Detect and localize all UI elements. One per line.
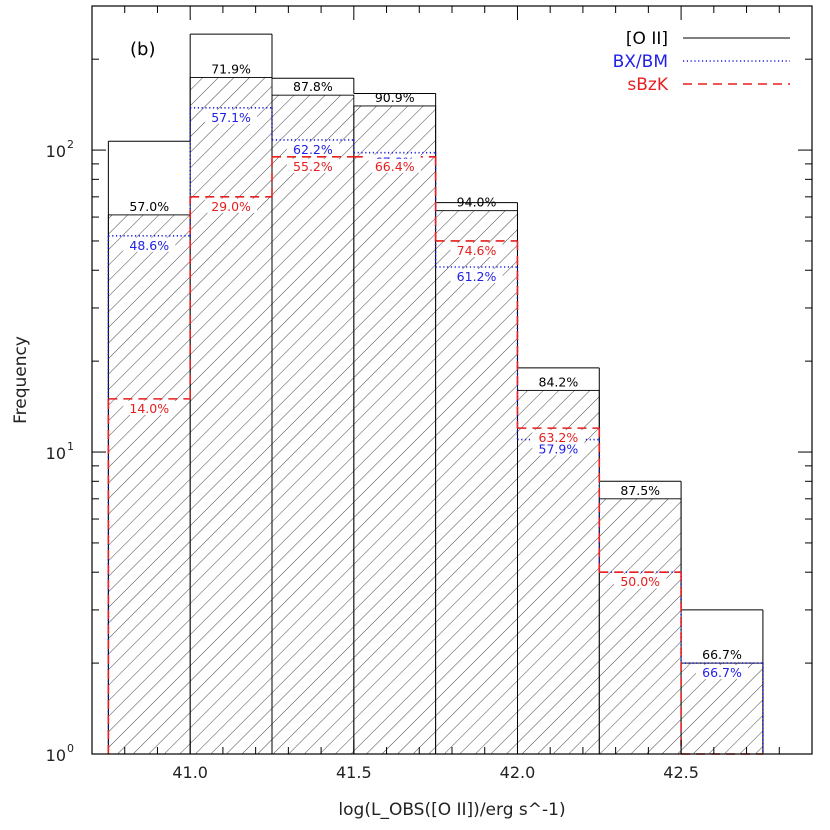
bxbm-percent-label-5: 61.2%: [457, 269, 497, 284]
bxbm-percent-label-3: 62.2%: [293, 142, 333, 157]
y-tick-label-base: 10: [46, 746, 66, 765]
sbzk-percent-label-1: 14.0%: [129, 401, 169, 416]
bxbm-label-bg-3: [286, 141, 339, 156]
y-tick-label-exp: 2: [67, 138, 74, 151]
sbzk-label-bg-3: [286, 158, 339, 173]
sbzk-label-bg-7: [614, 574, 667, 589]
hatched-percent-label-6: 84.2%: [539, 374, 579, 389]
sbzk-label-bg-5: [450, 242, 503, 257]
y-axis-label: Frequency: [11, 336, 31, 424]
sbzk-percent-label-2: 29.0%: [211, 199, 251, 214]
sbzk-percent-label-3: 55.2%: [293, 159, 333, 174]
hatched-percent-label-8: 66.7%: [702, 647, 742, 662]
sbzk-percent-label-5: 74.6%: [457, 243, 497, 258]
y-tick-label-exp: 0: [67, 742, 74, 755]
hatched-percent-label-5: 94.0%: [457, 195, 497, 210]
y-tick-label-base: 10: [46, 444, 66, 463]
hatched-percent-label-7: 87.5%: [620, 483, 660, 498]
legend: [O II] BX/BM sBzK: [613, 29, 790, 95]
bxbm-label-bg-1: [123, 237, 176, 252]
hatched-bar-2: [189, 76, 273, 755]
percent-labels-layer: 57.0% 71.9% 87.8% 90.9% 94.0% 84.2% 87.5% 66.7%…: [123, 61, 748, 680]
sbzk-percent-label-7: 50.0%: [620, 574, 660, 589]
hatched-bar-3: [271, 94, 355, 755]
legend-label-3: sBzK: [627, 75, 668, 95]
bxbm-percent-label-1: 48.6%: [129, 238, 169, 253]
sbzk-label-bg-2: [205, 198, 258, 213]
hatched-percent-label-4: 90.9%: [375, 90, 415, 105]
legend-label-1: [O II]: [626, 29, 668, 49]
panel-label: (b): [130, 39, 155, 60]
bxbm-label-bg-5: [450, 268, 503, 283]
sbzk-percent-label-4: 66.4%: [375, 159, 415, 174]
y-tick-label-base: 10: [46, 142, 66, 161]
x-tick-label: 41.5: [336, 763, 372, 782]
hatched-percent-label-3: 87.8%: [293, 79, 333, 94]
x-tick-label: 41.0: [172, 763, 208, 782]
sbzk-label-bg-1: [123, 400, 176, 415]
hatched-bar-4: [353, 105, 437, 755]
x-tick-label: 42.0: [500, 763, 536, 782]
sbzk-label-bg-4: [368, 158, 421, 173]
x-tick-label: 42.5: [663, 763, 699, 782]
sbzk-label-bg-6: [532, 430, 585, 445]
hatched-percent-label-2: 71.9%: [211, 61, 251, 76]
series-lines-layer: [107, 33, 764, 755]
bars-layer: [107, 76, 764, 755]
sbzk-percent-label-6: 63.2%: [539, 430, 579, 445]
bxbm-percent-label-8: 66.7%: [702, 665, 742, 680]
x-axis-label: log(L_OBS([O II])/erg s^-1): [338, 800, 565, 820]
bxbm-label-bg-6: [532, 441, 585, 456]
bxbm-percent-label-2: 57.1%: [211, 110, 251, 125]
bxbm-label-bg-2: [205, 109, 258, 124]
hatched-bar-7: [598, 498, 682, 755]
y-tick-label-exp: 1: [67, 440, 74, 453]
hatched-percent-label-1: 57.0%: [129, 199, 169, 214]
legend-label-2: BX/BM: [613, 52, 668, 72]
hatched-bar-1: [107, 214, 191, 755]
bxbm-percent-label-6: 57.9%: [539, 442, 579, 457]
bxbm-label-bg-8: [696, 665, 748, 680]
hatched-bar-5: [435, 210, 518, 755]
